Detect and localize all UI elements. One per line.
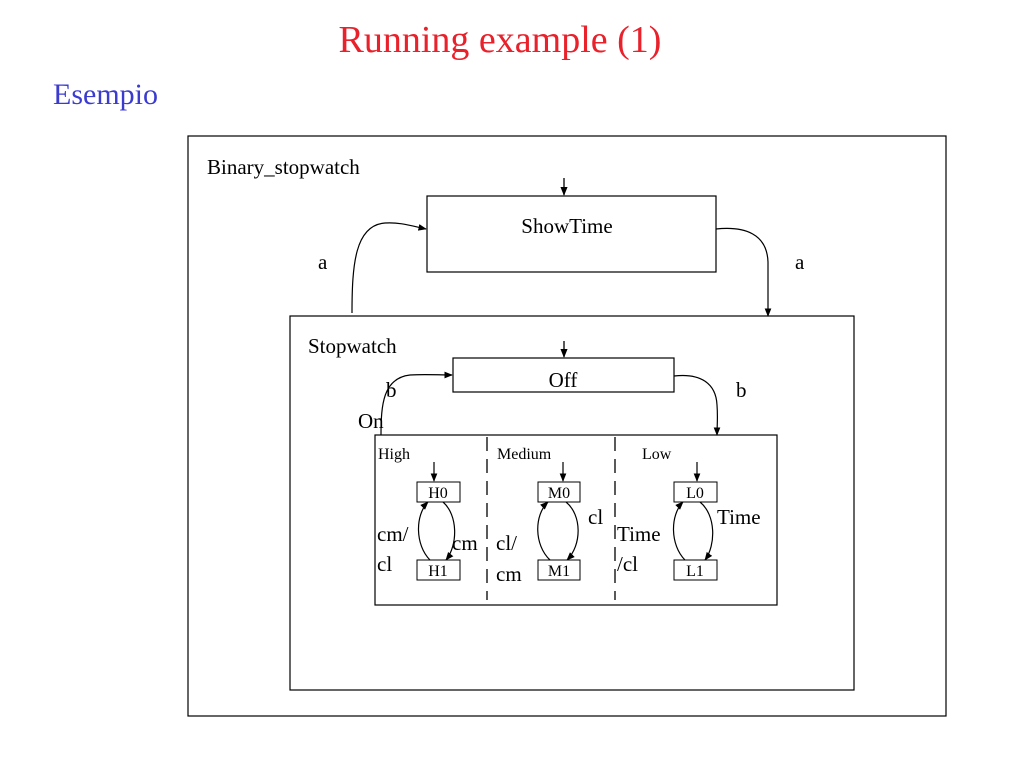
state-h1-box xyxy=(416,559,461,581)
low-left-label-1: Time xyxy=(617,522,661,546)
event-a-left: a xyxy=(318,250,328,274)
state-m1-box xyxy=(537,559,581,581)
transition-h1-to-h0 xyxy=(417,501,431,561)
transition-a-to-stopwatch xyxy=(715,227,772,317)
high-left-label-1: cm/ xyxy=(377,522,409,546)
transition-m0-to-m1 xyxy=(565,501,579,561)
high-left-label-2: cl xyxy=(377,552,392,576)
state-l0-label: L0 xyxy=(686,485,704,502)
state-h0-label: H0 xyxy=(428,485,448,502)
state-l1-label: L1 xyxy=(686,563,704,580)
state-h1-label: H1 xyxy=(428,563,448,580)
region-high-label: High xyxy=(378,446,410,463)
transition-l1-to-l0 xyxy=(672,501,686,561)
stopwatch-state-box xyxy=(289,315,855,691)
slide-title: Running example (1) xyxy=(338,19,662,61)
low-right-label: Time xyxy=(717,505,761,529)
state-m0-label: M0 xyxy=(548,485,570,502)
state-m0-box xyxy=(537,481,581,503)
binary-stopwatch-state-box xyxy=(187,135,947,717)
medium-right-label: cl xyxy=(588,505,603,529)
event-b-right: b xyxy=(736,378,747,402)
transition-a-to-showtime xyxy=(351,222,427,314)
state-m1-label: M1 xyxy=(548,563,570,580)
region-low-label: Low xyxy=(642,446,672,463)
transition-b-to-on xyxy=(673,374,721,436)
low-left-label-2: /cl xyxy=(617,552,638,576)
transition-b-to-off xyxy=(380,371,453,436)
state-l1-box xyxy=(673,559,718,581)
on-label: On xyxy=(358,409,384,433)
transition-l0-to-l1 xyxy=(699,501,714,561)
slide-subtitle: Esempio xyxy=(53,78,158,111)
medium-left-label-2: cm xyxy=(496,562,522,586)
off-state-box xyxy=(452,357,675,393)
off-label: Off xyxy=(549,368,578,392)
event-b-left: b xyxy=(386,378,397,402)
region-medium-label: Medium xyxy=(497,446,552,463)
on-state-box xyxy=(374,434,778,606)
transition-h0-to-h1 xyxy=(442,501,456,561)
transition-m1-to-m0 xyxy=(537,501,551,561)
medium-left-label-1: cl/ xyxy=(496,531,517,555)
binary-stopwatch-label: Binary_stopwatch xyxy=(207,155,360,179)
event-a-right: a xyxy=(795,250,805,274)
state-l0-box xyxy=(673,481,718,503)
showtime-state-box xyxy=(426,195,717,273)
high-right-label: cm xyxy=(452,531,478,555)
state-h0-box xyxy=(416,481,461,503)
showtime-label: ShowTime xyxy=(521,214,612,238)
stopwatch-label: Stopwatch xyxy=(308,334,397,358)
